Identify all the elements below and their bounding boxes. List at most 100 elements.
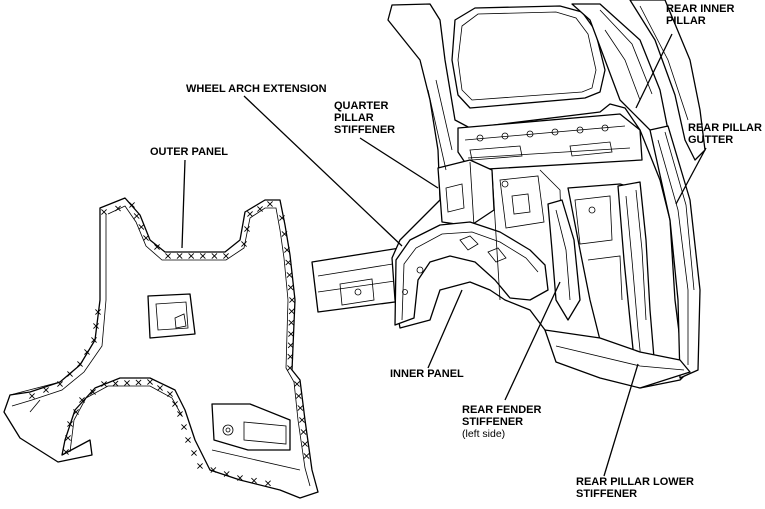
weld-x-mark: [167, 391, 173, 397]
label-line: GUTTER: [688, 134, 734, 146]
weld-x-mark: [133, 213, 140, 219]
weld-x-mark: [285, 259, 292, 266]
weld-x-mark: [297, 405, 304, 411]
label-rear-fender-stiffener: REAR FENDER STIFFENER (left side): [462, 404, 541, 440]
weld-x-mark: [67, 421, 73, 427]
weld-x-mark: [267, 201, 273, 207]
label-inner-panel: INNER PANEL: [390, 368, 464, 380]
label-line: REAR PILLAR LOWER: [576, 476, 694, 488]
label-line: QUARTER: [334, 100, 389, 112]
leader-wheel-arch-extension: [243, 95, 403, 247]
weld-x-mark: [177, 411, 183, 417]
weld-x-mark: [257, 206, 263, 212]
weld-x-mark: [300, 429, 307, 435]
weld-x-mark: [185, 437, 191, 443]
weld-x-mark: [294, 381, 300, 387]
label-line: REAR INNER: [666, 3, 735, 15]
weld-x-mark: [95, 309, 101, 315]
weld-x-mark: [281, 231, 288, 237]
label-rear-pillar-lower-stiffener: REAR PILLAR LOWER STIFFENER: [576, 476, 694, 500]
quarter-window-opening: [451, 5, 606, 109]
weld-x-mark: [77, 361, 83, 367]
weld-x-mark: [147, 379, 153, 385]
weld-x-mark: [247, 211, 253, 217]
leader-rear-pillar-lower-stiffener: [603, 363, 639, 477]
weld-x-mark: [287, 353, 294, 360]
weld-x-mark: [112, 380, 119, 387]
weld-x-mark: [287, 365, 293, 371]
label-line-sub: (left side): [462, 428, 506, 440]
weld-x-mark: [199, 253, 206, 259]
label-line: STIFFENER: [576, 488, 638, 500]
weld-x-mark: [176, 253, 183, 259]
weld-x-mark: [299, 417, 305, 423]
weld-x-mark: [287, 284, 294, 291]
spot-weld-marks: [29, 201, 310, 487]
weld-x-mark: [302, 441, 308, 447]
leader-rear-pillar-gutter: [675, 147, 707, 205]
weld-x-mark: [91, 337, 97, 343]
weld-x-mark: [115, 205, 121, 212]
leader-outer-panel: [181, 159, 186, 249]
label-rear-pillar-gutter: REAR PILLAR GUTTER: [688, 122, 762, 146]
leader-lines: [181, 33, 707, 477]
weld-x-mark: [29, 393, 35, 399]
weld-x-mark: [101, 381, 107, 387]
weld-x-mark: [90, 389, 96, 395]
weld-x-mark: [288, 319, 295, 326]
weld-x-mark: [265, 480, 271, 487]
label-line: INNER PANEL: [390, 368, 464, 380]
weld-x-mark: [172, 401, 178, 407]
weld-x-mark: [101, 209, 107, 215]
weld-x-mark: [244, 226, 250, 232]
leader-rear-inner-pillar: [635, 33, 673, 109]
label-rear-inner-pillar: REAR INNER PILLAR: [666, 3, 734, 27]
weld-x-mark: [73, 409, 79, 415]
weld-x-mark: [279, 215, 285, 221]
weld-x-mark: [289, 297, 295, 303]
weld-x-mark: [210, 467, 217, 473]
outer-panel-assembly: [3, 197, 319, 499]
weld-x-mark: [143, 235, 149, 241]
weld-x-mark: [223, 471, 230, 477]
weld-x-mark: [157, 385, 163, 391]
weld-x-mark: [79, 397, 85, 403]
weld-x-mark: [124, 380, 130, 386]
weld-x-mark: [303, 453, 310, 459]
weld-x-mark: [211, 253, 218, 259]
weld-x-mark: [223, 253, 229, 259]
weld-x-mark: [181, 424, 187, 430]
weld-x-mark: [93, 323, 99, 329]
fuel-door-recess: [147, 293, 196, 339]
label-line: PILLAR: [334, 112, 374, 124]
weld-x-mark: [129, 202, 135, 208]
weld-x-mark: [237, 475, 243, 481]
weld-x-mark: [287, 342, 294, 349]
weld-x-mark: [191, 450, 197, 456]
weld-x-mark: [241, 241, 247, 247]
weld-x-mark: [67, 371, 73, 377]
weld-x-mark: [65, 435, 71, 441]
leader-inner-panel: [427, 289, 463, 369]
weld-x-mark: [154, 244, 160, 250]
quarter-pillar-stiffener-part: [437, 159, 495, 227]
weld-x-mark: [286, 272, 293, 278]
weld-x-mark: [84, 349, 90, 355]
inner-structure-assembly: [311, 0, 706, 389]
weld-x-mark: [251, 477, 257, 484]
weld-x-mark: [165, 253, 171, 259]
label-line: REAR PILLAR: [688, 122, 762, 134]
label-outer-panel: OUTER PANEL: [150, 146, 228, 158]
label-line: OUTER PANEL: [150, 146, 229, 158]
label-line: PILLAR: [666, 15, 706, 27]
weld-x-mark: [43, 387, 49, 393]
leader-quarter-pillar-stiffener: [359, 137, 439, 189]
label-line: STIFFENER: [334, 124, 396, 136]
label-quarter-pillar-stiffener: QUARTER PILLAR STIFFENER: [334, 100, 395, 136]
label-line: WHEEL ARCH EXTENSION: [186, 83, 327, 95]
weld-x-mark: [57, 381, 63, 387]
label-line: STIFFENER: [462, 416, 524, 428]
leader-rear-fender-stiffener: [504, 281, 561, 401]
outer-panel-part: [3, 197, 319, 499]
